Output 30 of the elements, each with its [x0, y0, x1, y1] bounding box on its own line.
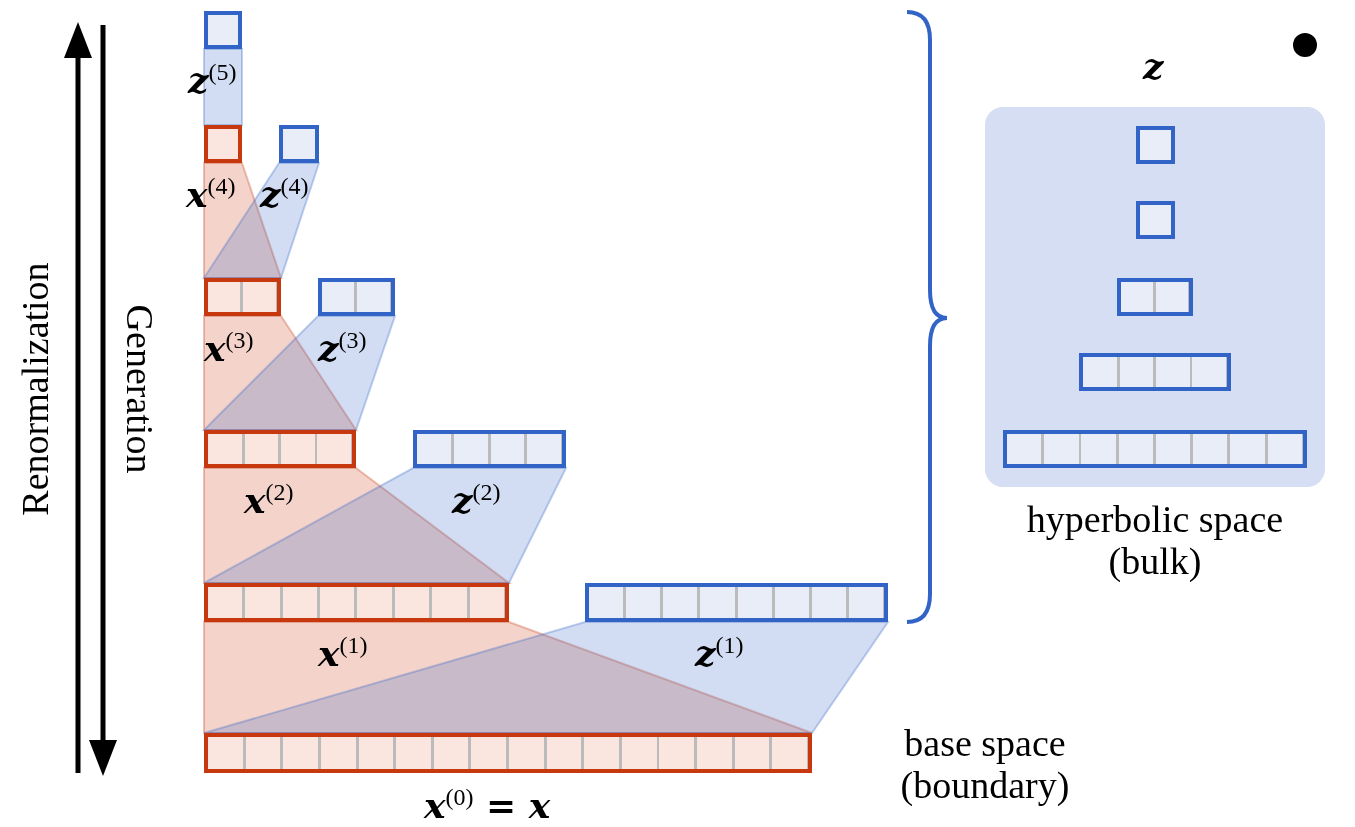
cell-bar [413, 430, 566, 468]
variable-label: z$^{(2)}$ [452, 478, 501, 520]
variable-label: z$^{(1)}$ [695, 631, 744, 673]
cell-bar [204, 125, 242, 163]
cell-bar [1003, 430, 1307, 468]
variable-label: z$^{(4)}$ [260, 172, 309, 214]
cell-bar [204, 583, 509, 622]
caption-text: base space (boundary) [899, 722, 1071, 806]
axis-label: Renormalization [14, 261, 56, 518]
axis-label: Generation [119, 303, 161, 476]
cell-bar [318, 278, 395, 316]
cell-bar [204, 733, 812, 773]
cell-bar [1117, 278, 1193, 316]
variable-label: x$^{(3)}$ [204, 326, 254, 368]
cell-bar [279, 125, 319, 163]
cell-bar [1136, 201, 1175, 239]
cell-bar [585, 583, 888, 622]
variable-label: z$^{(3)}$ [318, 326, 367, 368]
variable-label: x$^{(1)}$ [318, 631, 368, 673]
cell-bar [1079, 353, 1231, 391]
variable-label: x$^{(4)}$ [186, 172, 236, 214]
caption-text: hyperbolic space (bulk) [1025, 498, 1285, 582]
cell-bar [1136, 126, 1175, 164]
variable-label: x$^{(0)}$ = x [424, 783, 551, 825]
variable-label: z [1143, 46, 1164, 86]
variable-label: x$^{(2)}$ [244, 478, 294, 520]
cell-bar [204, 278, 281, 316]
cell-bar [204, 11, 242, 49]
variable-label: z$^{(5)}$ [188, 58, 237, 100]
cell-bar [204, 430, 356, 468]
